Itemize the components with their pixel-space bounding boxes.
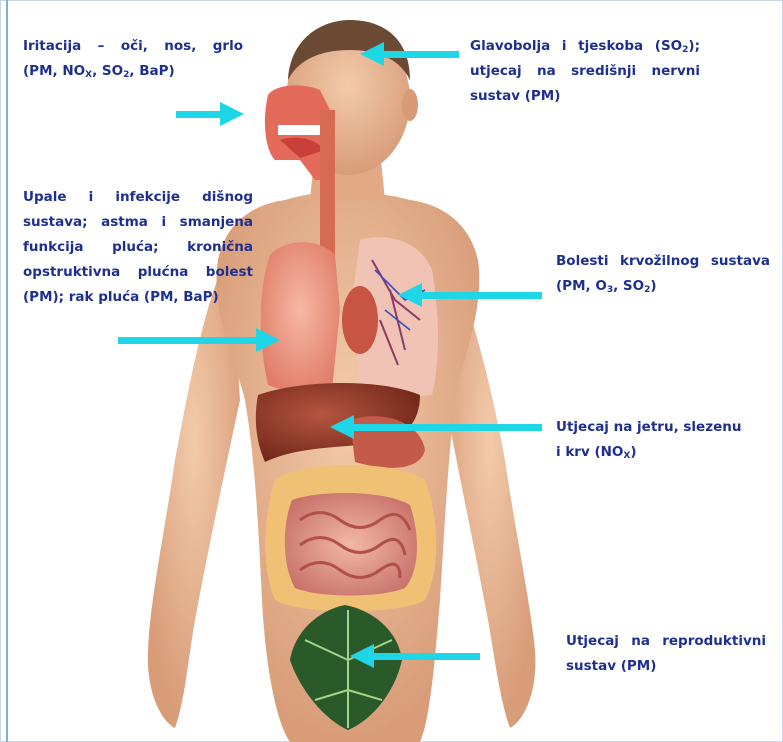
label-irritation-line2: (PM, NOX, SO2, BaP)	[23, 59, 243, 84]
label-liver: Utjecaj na jetru, slezenu i krv (NOX)	[556, 415, 766, 465]
arrow-irritation	[176, 102, 244, 126]
label-respiratory-line5: (PM); rak pluća (PM, BaP)	[23, 285, 253, 310]
intestines	[265, 465, 436, 611]
label-headache-line3: sustav (PM)	[470, 84, 700, 109]
label-headache: Glavobolja i tjeskoba (SO2); utjecaj na …	[470, 34, 700, 109]
label-headache-line1: Glavobolja i tjeskoba (SO2);	[470, 34, 700, 59]
label-irritation: Iritacija – oči, nos, grlo (PM, NOX, SO2…	[23, 34, 243, 84]
label-liver-line2: i krv (NOX)	[556, 440, 766, 465]
label-respiratory: Upale i infekcije dišnog sustava; astma …	[23, 185, 253, 310]
label-reproductive-line2: sustav (PM)	[566, 654, 766, 679]
label-irritation-line1: Iritacija – oči, nos, grlo	[23, 34, 243, 59]
label-respiratory-line4: opstruktivna plućna bolest	[23, 260, 253, 285]
label-cardio-line1: Bolesti krvožilnog sustava	[556, 249, 770, 274]
label-reproductive: Utjecaj na reproduktivni sustav (PM)	[566, 629, 766, 679]
label-respiratory-line3: funkcija pluća; kronična	[23, 235, 253, 260]
label-headache-line2: utjecaj na središnji nervni	[470, 59, 700, 84]
label-respiratory-line2: sustava; astma i smanjena	[23, 210, 253, 235]
label-cardio: Bolesti krvožilnog sustava (PM, O3, SO2)	[556, 249, 770, 299]
label-liver-line1: Utjecaj na jetru, slezenu	[556, 415, 766, 440]
label-cardio-line2: (PM, O3, SO2)	[556, 274, 770, 299]
label-reproductive-line1: Utjecaj na reproduktivni	[566, 629, 766, 654]
label-respiratory-line1: Upale i infekcije dišnog	[23, 185, 253, 210]
